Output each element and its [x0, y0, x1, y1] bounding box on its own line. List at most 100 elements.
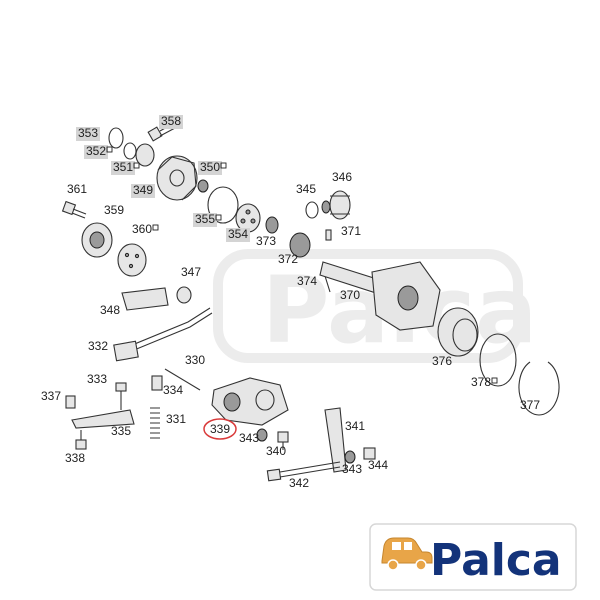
callout-370: 370 — [340, 288, 360, 302]
callout-marker — [491, 377, 498, 384]
part-332-linkage — [113, 307, 213, 362]
part-349-hub — [156, 155, 198, 201]
callout-360: 360 — [132, 222, 159, 236]
callout-label: 349 — [133, 183, 153, 197]
callout-label: 354 — [228, 227, 248, 241]
callout-358: 358 — [159, 114, 183, 129]
callout-circle — [203, 418, 237, 440]
callout-label: 348 — [100, 303, 120, 317]
callout-highlight — [198, 161, 222, 175]
callout-330: 330 — [185, 353, 205, 367]
callout-marker — [106, 146, 113, 153]
callout-343b: 343 — [342, 462, 362, 476]
callout-339: 339 — [203, 418, 237, 440]
callout-label: 374 — [297, 274, 317, 288]
callout-label: 343 — [342, 462, 362, 476]
callout-label: 378 — [471, 375, 491, 389]
callout-359: 359 — [104, 203, 124, 217]
callout-marker — [133, 162, 140, 169]
callout-label: 339 — [210, 422, 230, 436]
part-341-arm — [324, 407, 347, 473]
part-334-clip — [151, 375, 163, 391]
callout-label: 347 — [181, 265, 201, 279]
callout-marker — [220, 162, 227, 169]
callout-341: 341 — [345, 419, 365, 433]
callout-label: 338 — [65, 451, 85, 465]
part-361-bolt — [61, 200, 87, 219]
callout-label: 333 — [87, 372, 107, 386]
callout-337: 337 — [41, 389, 61, 403]
part-345b-washer — [321, 200, 331, 214]
callout-351: 351 — [111, 160, 140, 175]
callout-label: 352 — [86, 144, 106, 158]
callout-373: 373 — [256, 234, 276, 248]
callout-label: 330 — [185, 353, 205, 367]
callout-marker — [152, 224, 159, 231]
callout-label: 371 — [341, 224, 361, 238]
callout-label: 343 — [239, 431, 259, 445]
callout-label: 335 — [111, 424, 131, 438]
callout-344: 344 — [368, 458, 388, 472]
part-343-nut-right — [344, 450, 356, 464]
callout-334: 334 — [163, 383, 183, 397]
part-373-washer — [265, 216, 279, 234]
callout-highlight — [84, 145, 108, 159]
callout-338: 338 — [65, 451, 85, 465]
callout-label: 358 — [161, 114, 181, 128]
callout-346: 346 — [332, 170, 352, 184]
callout-highlight — [159, 115, 183, 129]
part-330-rod — [164, 368, 201, 391]
callout-label: 345 — [296, 182, 316, 196]
part-376-cover — [437, 307, 479, 357]
callout-label: 377 — [520, 398, 540, 412]
part-346-gear — [329, 190, 351, 220]
callout-348: 348 — [100, 303, 120, 317]
callout-label: 342 — [289, 476, 309, 490]
part-339-housing — [211, 377, 289, 426]
callout-highlight — [193, 213, 217, 227]
callout-376: 376 — [432, 354, 452, 368]
part-333-bolt — [115, 382, 127, 410]
callout-350: 350 — [198, 160, 227, 175]
part-350-ring — [197, 179, 209, 193]
callout-332: 332 — [88, 339, 108, 353]
part-343-nut-left — [256, 428, 268, 442]
callout-342: 342 — [289, 476, 309, 490]
callout-label: 353 — [78, 126, 98, 140]
callout-345: 345 — [296, 182, 316, 196]
callout-340: 340 — [266, 444, 286, 458]
callout-label: 332 — [88, 339, 108, 353]
callout-highlight — [111, 161, 135, 175]
part-348-bracket — [121, 287, 169, 311]
callout-label: 350 — [200, 160, 220, 174]
parts-group — [61, 122, 560, 482]
part-374-pin — [324, 275, 331, 293]
part-371-pin — [325, 229, 332, 241]
callout-378: 378 — [471, 375, 498, 389]
callout-355: 355 — [193, 212, 222, 227]
callout-335: 335 — [111, 424, 131, 438]
part-360-disc — [117, 243, 147, 277]
part-345-washer — [305, 201, 319, 219]
callout-371: 371 — [341, 224, 361, 238]
part-372-gear — [289, 232, 311, 258]
callout-label: 340 — [266, 444, 286, 458]
car-icon — [381, 537, 433, 571]
callout-372: 372 — [278, 252, 298, 266]
part-353-ring — [108, 127, 124, 149]
logo-text: Palca — [430, 535, 562, 586]
part-338-bolt — [75, 430, 87, 450]
callout-354: 354 — [226, 227, 250, 242]
callout-377: 377 — [520, 398, 540, 412]
part-337-cap — [65, 395, 76, 409]
callout-333: 333 — [87, 372, 107, 386]
callout-marker — [215, 214, 222, 221]
part-352-washer — [123, 142, 137, 160]
part-377-snap-ring — [518, 361, 560, 416]
callout-label: 373 — [256, 234, 276, 248]
callout-highlight — [226, 228, 250, 242]
part-344-nut — [363, 447, 376, 460]
part-342-bolt — [266, 461, 341, 482]
callout-label: 344 — [368, 458, 388, 472]
